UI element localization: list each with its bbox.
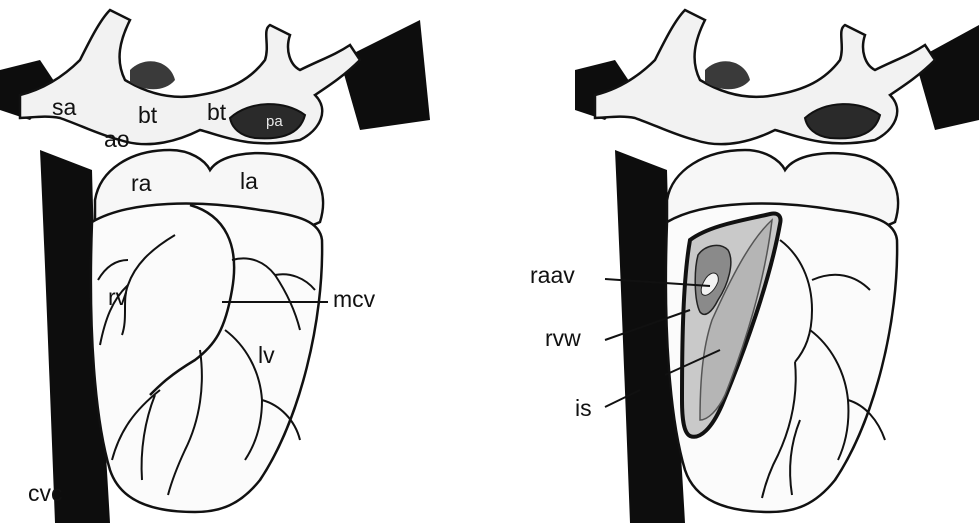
left-great-vessels <box>20 10 360 144</box>
label-mcv: mcv <box>333 288 375 311</box>
right-heart-panel <box>575 10 979 523</box>
right-aortic-bulge <box>705 61 750 89</box>
label-sa: sa <box>52 96 76 119</box>
label-ao: ao <box>104 128 130 151</box>
label-raav: raav <box>530 264 575 287</box>
right-great-vessels <box>595 10 935 144</box>
label-rv: rv <box>108 286 127 309</box>
left-dark-right <box>340 20 430 130</box>
label-la: la <box>240 170 258 193</box>
left-ventricles <box>91 204 322 512</box>
label-ra: ra <box>131 172 151 195</box>
label-bt-left: bt <box>138 104 157 127</box>
label-cvc: cvc <box>28 482 63 505</box>
left-aortic-bulge <box>130 61 175 89</box>
left-heart-panel <box>0 10 430 523</box>
label-rvw: rvw <box>545 327 581 350</box>
label-lv: lv <box>258 344 275 367</box>
label-pa: pa <box>266 114 283 129</box>
right-dark-right <box>915 25 979 130</box>
label-bt-right: bt <box>207 101 226 124</box>
label-is: is <box>575 397 592 420</box>
